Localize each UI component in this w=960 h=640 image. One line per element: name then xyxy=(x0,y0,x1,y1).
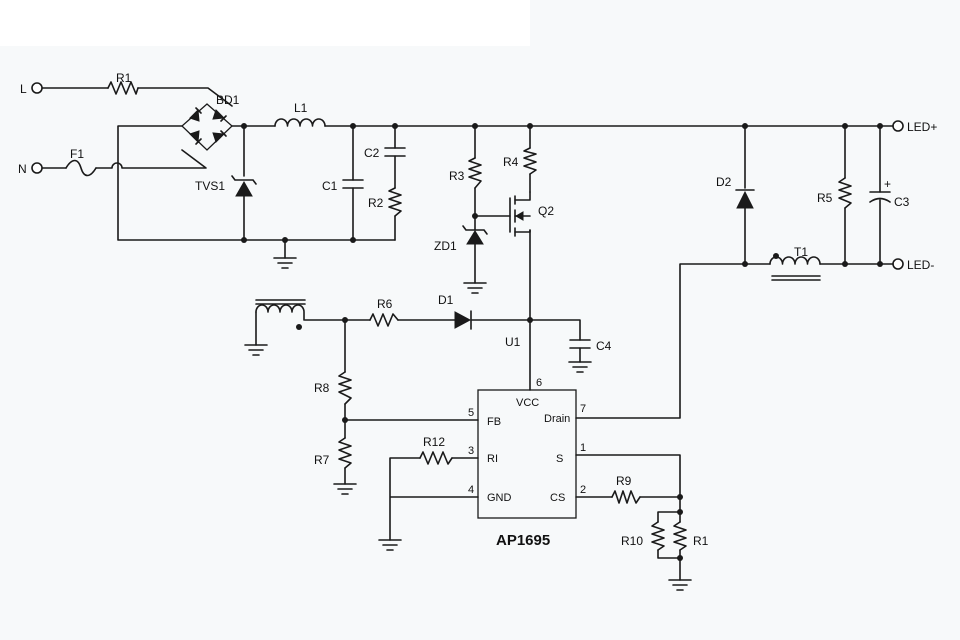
svg-text:R7: R7 xyxy=(314,453,330,467)
tvs-diode-TVS1: TVS1 xyxy=(195,175,257,197)
svg-text:VCC: VCC xyxy=(516,397,539,409)
capacitor-C2: C2 xyxy=(364,146,406,160)
diode-D1: D1 xyxy=(438,293,472,330)
resistor-R9: R9 xyxy=(611,474,641,504)
aux-winding xyxy=(255,299,306,330)
svg-text:F1: F1 xyxy=(70,147,84,161)
svg-text:T1: T1 xyxy=(794,245,808,259)
svg-text:R2: R2 xyxy=(368,196,384,210)
junction-dots xyxy=(241,123,883,561)
svg-text:Q2: Q2 xyxy=(538,204,554,218)
svg-text:LED+: LED+ xyxy=(907,120,937,134)
svg-text:R6: R6 xyxy=(377,297,393,311)
svg-text:D1: D1 xyxy=(438,293,454,307)
ground-icon xyxy=(244,344,268,356)
terminal-LED-plus[interactable]: LED+ xyxy=(879,120,937,134)
svg-text:2: 2 xyxy=(580,484,586,496)
inductor-L1: L1 xyxy=(274,101,326,127)
resistor-R1-input: R1 xyxy=(107,71,139,95)
resistor-R7: R7 xyxy=(314,437,352,469)
svg-text:6: 6 xyxy=(536,377,542,389)
fuse-F1: F1 xyxy=(65,147,97,177)
capacitor-C4: C4 xyxy=(569,339,612,353)
svg-text:RI: RI xyxy=(487,453,498,465)
svg-text:3: 3 xyxy=(468,445,474,457)
svg-text:1: 1 xyxy=(580,442,586,454)
svg-text:4: 4 xyxy=(468,484,474,496)
svg-text:GND: GND xyxy=(487,492,512,504)
svg-text:R4: R4 xyxy=(503,155,519,169)
ground-icon xyxy=(378,539,402,551)
svg-text:5: 5 xyxy=(468,407,474,419)
diode-D2: D2 xyxy=(716,175,755,209)
svg-text:L: L xyxy=(20,82,27,96)
svg-text:R1: R1 xyxy=(116,71,132,85)
wires xyxy=(41,87,881,581)
resistor-R2: R2 xyxy=(368,187,402,217)
svg-text:Drain: Drain xyxy=(544,413,570,425)
terminal-LED-minus[interactable]: LED- xyxy=(879,258,934,272)
svg-text:TVS1: TVS1 xyxy=(195,179,225,193)
svg-text:R12: R12 xyxy=(423,435,445,449)
ground-icon xyxy=(463,282,487,294)
svg-text:D2: D2 xyxy=(716,175,732,189)
resistor-R3: R3 xyxy=(449,157,482,189)
svg-text:BD1: BD1 xyxy=(216,93,240,107)
svg-text:C4: C4 xyxy=(596,339,612,353)
svg-text:FB: FB xyxy=(487,416,501,428)
svg-text:N: N xyxy=(18,162,27,176)
background-top-left xyxy=(0,0,530,46)
svg-text:ZD1: ZD1 xyxy=(434,239,457,253)
resistor-R10: R10 xyxy=(621,521,665,551)
capacitor-C1: C1 xyxy=(322,179,364,193)
svg-text:7: 7 xyxy=(580,403,586,415)
terminal-L[interactable]: L xyxy=(20,82,43,96)
bridge-rectifier-BD1: BD1 xyxy=(181,93,240,151)
transformer-T1: T1 xyxy=(769,245,821,281)
capacitor-C3: + C3 xyxy=(869,177,910,209)
resistor-R8: R8 xyxy=(314,371,352,405)
ic-AP1695: 6 7 5 3 1 4 2 VCC Drain FB RI S GND CS A… xyxy=(468,377,586,549)
ic-part-number: AP1695 xyxy=(496,532,550,549)
terminal-N[interactable]: N xyxy=(18,162,43,176)
svg-text:C1: C1 xyxy=(322,179,338,193)
resistor-R4: R4 xyxy=(503,147,537,175)
svg-text:R1: R1 xyxy=(693,534,709,548)
svg-text:+: + xyxy=(884,177,891,191)
svg-text:CS: CS xyxy=(550,492,565,504)
ground-icon xyxy=(568,361,592,373)
resistor-R6: R6 xyxy=(369,297,399,327)
svg-text:S: S xyxy=(556,453,563,465)
svg-text:C3: C3 xyxy=(894,195,910,209)
svg-text:R3: R3 xyxy=(449,169,465,183)
resistor-R12: R12 xyxy=(419,435,453,465)
svg-text:L1: L1 xyxy=(294,101,308,115)
ground-icon xyxy=(333,483,357,495)
svg-text:C2: C2 xyxy=(364,146,380,160)
mosfet-Q2: Q2 xyxy=(509,191,554,237)
zener-ZD1: ZD1 xyxy=(434,225,488,253)
resistor-R5: R5 xyxy=(817,177,852,209)
svg-text:R5: R5 xyxy=(817,191,833,205)
ground-icon xyxy=(273,257,297,269)
svg-text:R9: R9 xyxy=(616,474,632,488)
resistor-R1-sense: R1 xyxy=(673,521,709,551)
svg-text:LED-: LED- xyxy=(907,258,934,272)
svg-text:R10: R10 xyxy=(621,534,643,548)
svg-text:R8: R8 xyxy=(314,381,330,395)
ground-icon xyxy=(668,579,692,591)
label-U1: U1 xyxy=(505,335,521,349)
